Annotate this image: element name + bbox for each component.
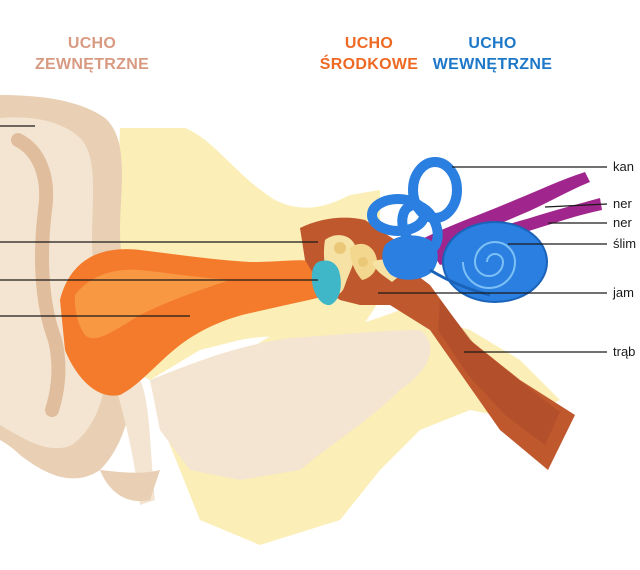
eustachian-tube-inner: [438, 300, 560, 445]
title-middle-line2: ŚRODKOWE: [319, 56, 419, 73]
vestibule: [382, 235, 438, 280]
title-middle-line1: UCHO: [344, 35, 394, 52]
title-inner-line1: UCHO: [468, 35, 517, 52]
title-inner-ear: UCHO WEWNĘTRZNE: [425, 33, 560, 75]
semicircular-canals: [367, 157, 462, 256]
eardrum: [311, 260, 341, 306]
label-nerve-2: ner: [613, 215, 632, 230]
title-outer-line2: ZEWNĘTRZNE: [34, 56, 150, 73]
skin-lower: [150, 330, 431, 480]
leader-lines: [0, 125, 608, 353]
title-outer-ear: UCHO ZEWNĘTRZNE: [22, 33, 162, 75]
title-outer-line1: UCHO: [67, 35, 117, 52]
label-cochlea: ślim: [613, 236, 637, 251]
label-nerve-1: ner: [613, 196, 632, 211]
helix-fold: [11, 133, 66, 417]
ear-canal-highlight: [74, 269, 231, 339]
label-eustachian-tube: trąb: [613, 344, 636, 359]
title-inner-line2: WEWNĘTRZNE: [432, 56, 553, 73]
lobe-shadow: [100, 470, 160, 502]
label-tympanic-cavity: jam: [613, 285, 634, 300]
title-middle-ear: UCHO ŚRODKOWE: [304, 33, 434, 75]
label-semicircular-canals: kan: [613, 159, 634, 174]
